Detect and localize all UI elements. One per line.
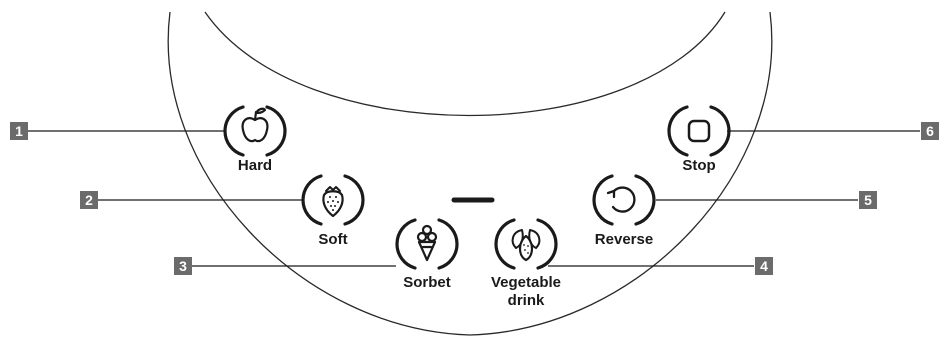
stop-button-ring [667, 105, 731, 157]
callout-6: 6 [921, 122, 939, 140]
leader-lines [28, 130, 920, 267]
callout-1: 1 [10, 122, 28, 140]
strawberry-icon [322, 186, 344, 218]
vegetable-label: Vegetable [490, 274, 562, 291]
vegetable-drink-button[interactable] [501, 219, 551, 269]
drink-label: drink [507, 292, 545, 309]
callout-4: 4 [755, 257, 773, 275]
soft-button[interactable] [308, 175, 358, 225]
reverse-label: Reverse [594, 231, 654, 248]
almond-icon [511, 229, 541, 262]
sorbet-button[interactable] [402, 219, 452, 269]
reverse-button-ring [592, 174, 656, 226]
sorbet-label: Sorbet [403, 274, 451, 291]
callout-5: 5 [859, 191, 877, 209]
apple-icon [241, 107, 269, 143]
ice-cream-cone-icon [416, 224, 438, 262]
hard-label: Hard [237, 157, 273, 174]
vegetable-drink-button-ring [494, 218, 558, 270]
sorbet-button-ring [395, 218, 459, 270]
stop-square-icon [687, 119, 711, 143]
reverse-button[interactable] [599, 175, 649, 225]
soft-label: Soft [318, 231, 348, 248]
stop-label: Stop [682, 157, 716, 174]
reverse-arrow-icon [606, 186, 636, 213]
hard-button-ring [223, 105, 287, 157]
hard-button[interactable] [230, 106, 280, 156]
callout-2: 2 [80, 191, 98, 209]
callout-3: 3 [174, 257, 192, 275]
stop-button[interactable] [674, 106, 724, 156]
panel-outline [167, 11, 773, 336]
soft-button-ring [301, 174, 365, 226]
